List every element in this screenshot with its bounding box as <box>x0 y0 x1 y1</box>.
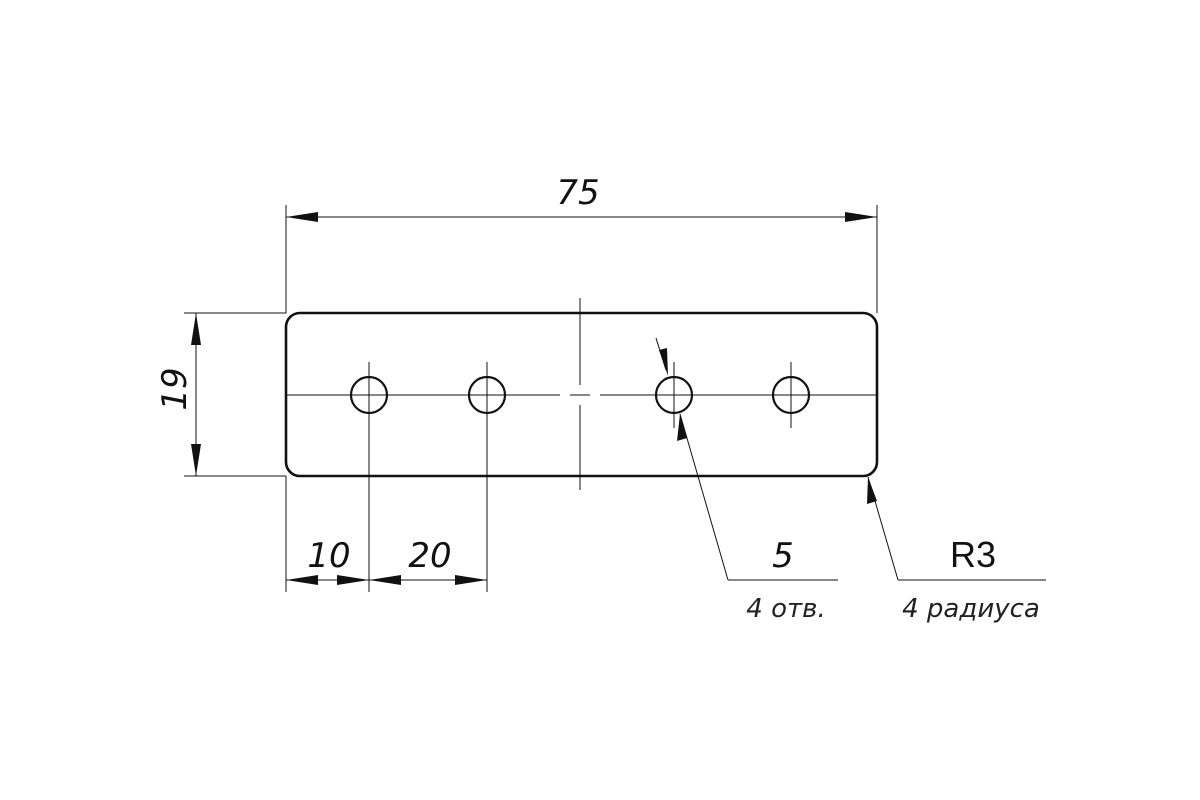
hole-spacing-label: 20 <box>408 536 451 576</box>
hole-4 <box>771 362 811 428</box>
hole-1 <box>349 362 389 428</box>
hole-2 <box>467 362 507 428</box>
arrow-right <box>845 212 877 222</box>
height-label: 19 <box>155 367 195 410</box>
holes <box>349 362 811 428</box>
dimension-hole-positions: 10 20 <box>285 428 488 592</box>
first-hole-offset-label: 10 <box>307 536 350 576</box>
hole-diameter-label: 5 <box>772 536 794 576</box>
overall-length-label: 75 <box>556 173 599 213</box>
hole-diameter-callout: 5 4 отв. <box>655 337 838 624</box>
hole-3 <box>654 362 694 428</box>
radius-count-note: 4 радиуса <box>902 594 1040 624</box>
corner-radius-label: R3 <box>950 534 996 575</box>
arrow-up <box>191 313 201 345</box>
center-lines <box>286 298 877 490</box>
dimension-overall-length: 75 <box>285 173 878 313</box>
arrow-down <box>191 444 201 476</box>
hole-count-note: 4 отв. <box>746 594 825 624</box>
arrow-left <box>286 212 318 222</box>
corner-radius-callout: R3 4 радиуса <box>867 476 1046 624</box>
dimension-height: 19 <box>155 312 286 477</box>
